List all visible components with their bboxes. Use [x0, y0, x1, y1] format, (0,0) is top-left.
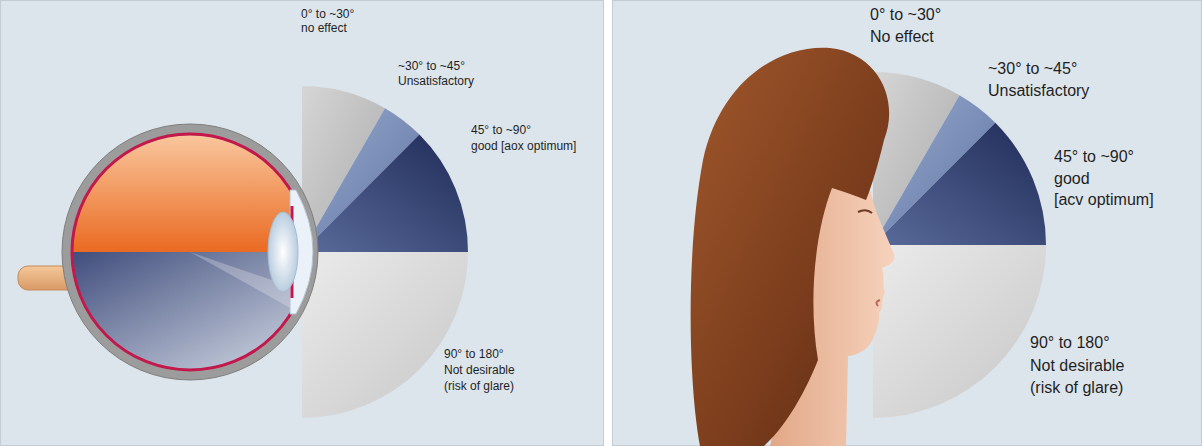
angle-range: 90° to 180° [444, 348, 504, 362]
hair [691, 48, 890, 446]
good-wedge [873, 123, 1046, 245]
zone-effect: (risk of glare) [444, 380, 514, 394]
zone-effect: No effect [870, 28, 934, 46]
zone-effect: good [aox optimum] [471, 140, 576, 154]
retina [72, 134, 308, 370]
zone-effect: Unsatisfactory [988, 82, 1089, 100]
lens [268, 212, 298, 292]
left-panel [1, 1, 604, 446]
zone-effect: [acv optimum] [1054, 191, 1154, 209]
lips [876, 300, 880, 306]
right-panel [613, 1, 1202, 446]
zone-effect: no effect [301, 22, 347, 36]
angle-range: 45° to ~90° [471, 124, 531, 138]
zone-effect: Not desirable [444, 364, 515, 378]
zone-effect: good [1054, 170, 1090, 188]
zone-effect: Not desirable [1030, 357, 1124, 375]
zone-effect: (risk of glare) [1030, 379, 1123, 397]
glare-wedge [302, 252, 468, 418]
angle-range: ~30° to ~45° [988, 60, 1077, 78]
good-wedge [302, 135, 468, 252]
angle-range: ~30° to ~45° [398, 60, 465, 74]
zone-effect: Unsatisfactory [398, 75, 474, 89]
angle-range: 0° to ~30° [301, 8, 354, 22]
angle-range: 0° to ~30° [870, 6, 941, 24]
angle-range: 90° to 180° [1030, 334, 1110, 352]
glare-wedge [873, 245, 1046, 418]
angle-range: 45° to ~90° [1054, 148, 1134, 166]
eye-line [858, 210, 872, 213]
